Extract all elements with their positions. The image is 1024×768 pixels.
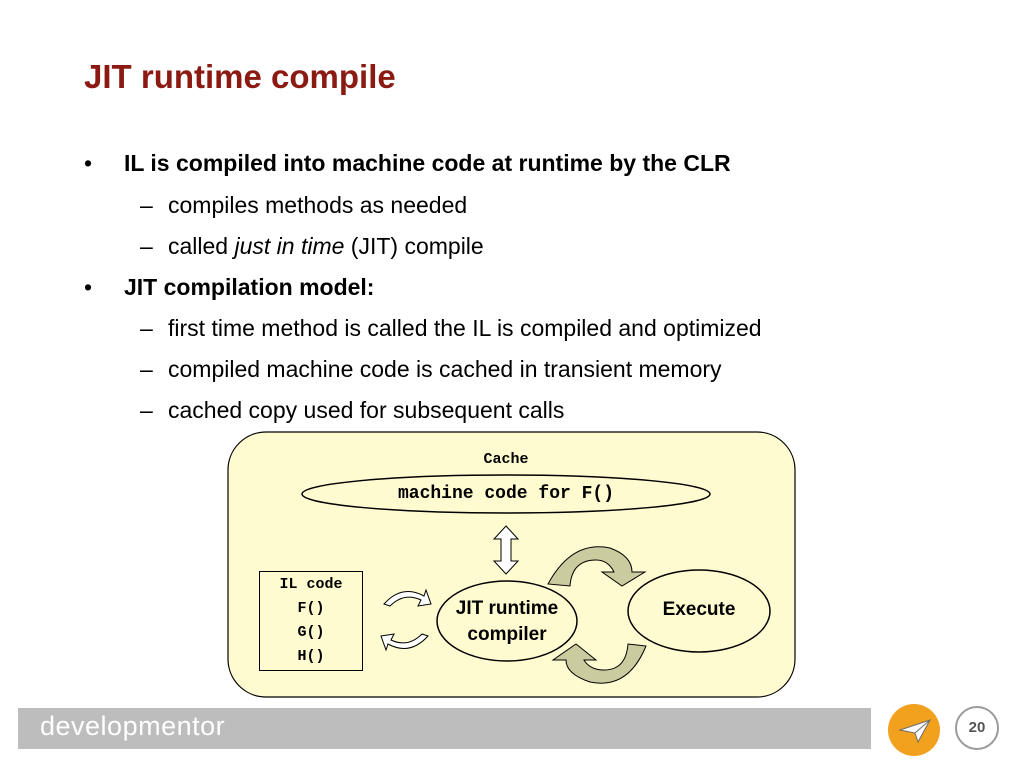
- bullet-dash: –: [140, 192, 153, 218]
- sub-bullet-emphasis: just in time: [234, 233, 345, 259]
- il-method: F(): [297, 600, 325, 617]
- sub-bullet-text: first time method is called the IL is co…: [168, 315, 762, 341]
- bullet-item: • IL is compiled into machine code at run…: [84, 150, 731, 177]
- cycle-arrow-top-icon: [547, 546, 647, 587]
- execute-ellipse: [627, 569, 771, 653]
- sub-bullet-item: –compiles methods as needed: [140, 192, 467, 219]
- execute-label: Execute: [662, 599, 736, 620]
- jit-compiler-ellipse: [436, 580, 578, 662]
- bullet-dot: •: [84, 150, 93, 176]
- il-method: H(): [297, 648, 325, 665]
- bullet-item: • JIT compilation model:: [84, 274, 374, 301]
- bullet-dash: –: [140, 356, 153, 382]
- sub-bullet-text: compiles methods as needed: [168, 192, 468, 218]
- bullet-dash: –: [140, 397, 153, 423]
- sub-bullet-item: –cached copy used for subsequent calls: [140, 397, 564, 424]
- jit-label-line: JIT runtime: [455, 598, 559, 619]
- page-number: 20: [955, 706, 999, 750]
- machine-code-ellipse: [301, 474, 711, 514]
- brand-logo: developmentor: [40, 711, 226, 741]
- jit-label-line: compiler: [467, 624, 547, 645]
- sub-bullet-text-suffix: (JIT) compile: [344, 233, 484, 259]
- paper-plane-icon: [898, 719, 932, 744]
- sub-bullet-text: compiled machine code is cached in trans…: [168, 356, 722, 382]
- footer-bar: [18, 708, 871, 749]
- sub-bullet-item: –called just in time (JIT) compile: [140, 233, 484, 260]
- curved-arrow-left-icon: [380, 633, 429, 652]
- curved-arrow-right-icon: [383, 588, 432, 607]
- cycle-arrow-bottom-icon: [551, 643, 647, 684]
- bullet-dash: –: [140, 315, 153, 341]
- slide-title: JIT runtime compile: [84, 58, 396, 95]
- sub-bullet-text-prefix: called: [168, 233, 235, 259]
- jit-compiler-label: JIT runtime compiler: [437, 596, 577, 648]
- bullet-dot: •: [84, 274, 93, 300]
- il-code-box: IL code F() G() H(): [259, 571, 363, 671]
- sub-bullet-text: cached copy used for subsequent calls: [168, 397, 565, 423]
- bullet-text: IL is compiled into machine code at runt…: [124, 150, 731, 176]
- bidirectional-arrow-icon: [492, 525, 520, 575]
- paper-plane-logo: [888, 704, 940, 756]
- il-method: G(): [297, 624, 325, 641]
- sub-bullet-item: –compiled machine code is cached in tran…: [140, 356, 722, 383]
- cache-label: Cache: [483, 451, 529, 468]
- bullet-dash: –: [140, 233, 153, 259]
- sub-bullet-item: –first time method is called the IL is c…: [140, 315, 762, 342]
- bullet-text: JIT compilation model:: [124, 274, 375, 300]
- il-code-header: IL code: [279, 576, 343, 593]
- machine-code-label: machine code for F(): [397, 484, 615, 504]
